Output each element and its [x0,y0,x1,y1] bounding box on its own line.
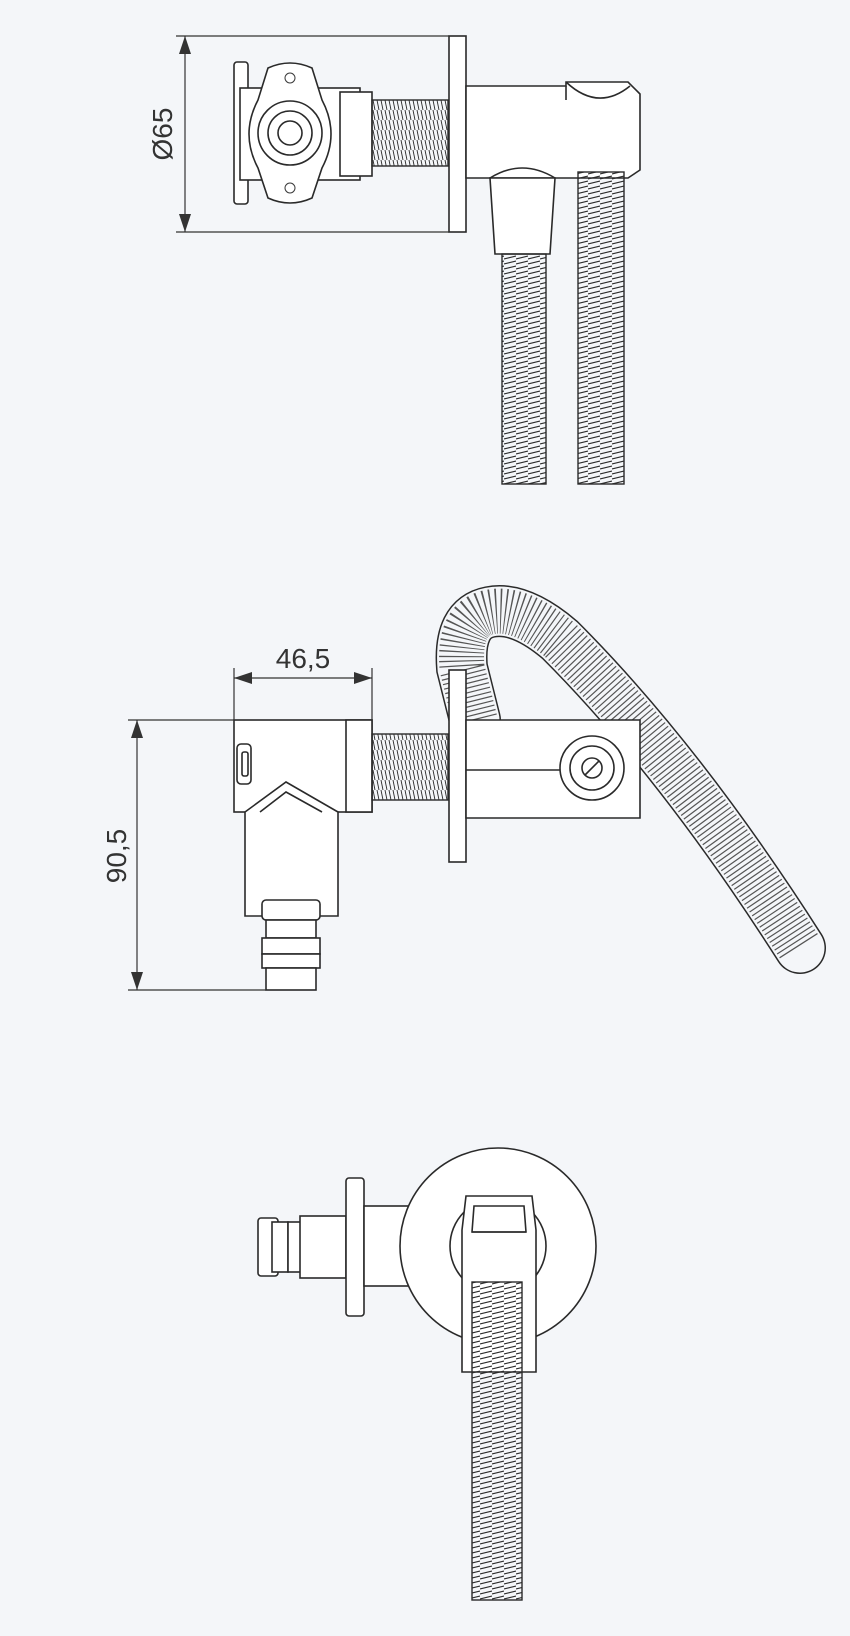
front-view [257,1147,597,1601]
side-view: 46,5 90,5 [101,585,826,991]
dimension-height: 90,5 [101,719,266,991]
dimension-diameter: Ø65 [147,35,449,233]
dimension-width: 46,5 [233,643,373,720]
height-label: 90,5 [101,829,132,884]
width-label: 46,5 [276,643,331,674]
diameter-label: Ø65 [147,108,178,161]
top-view: Ø65 [147,35,641,485]
